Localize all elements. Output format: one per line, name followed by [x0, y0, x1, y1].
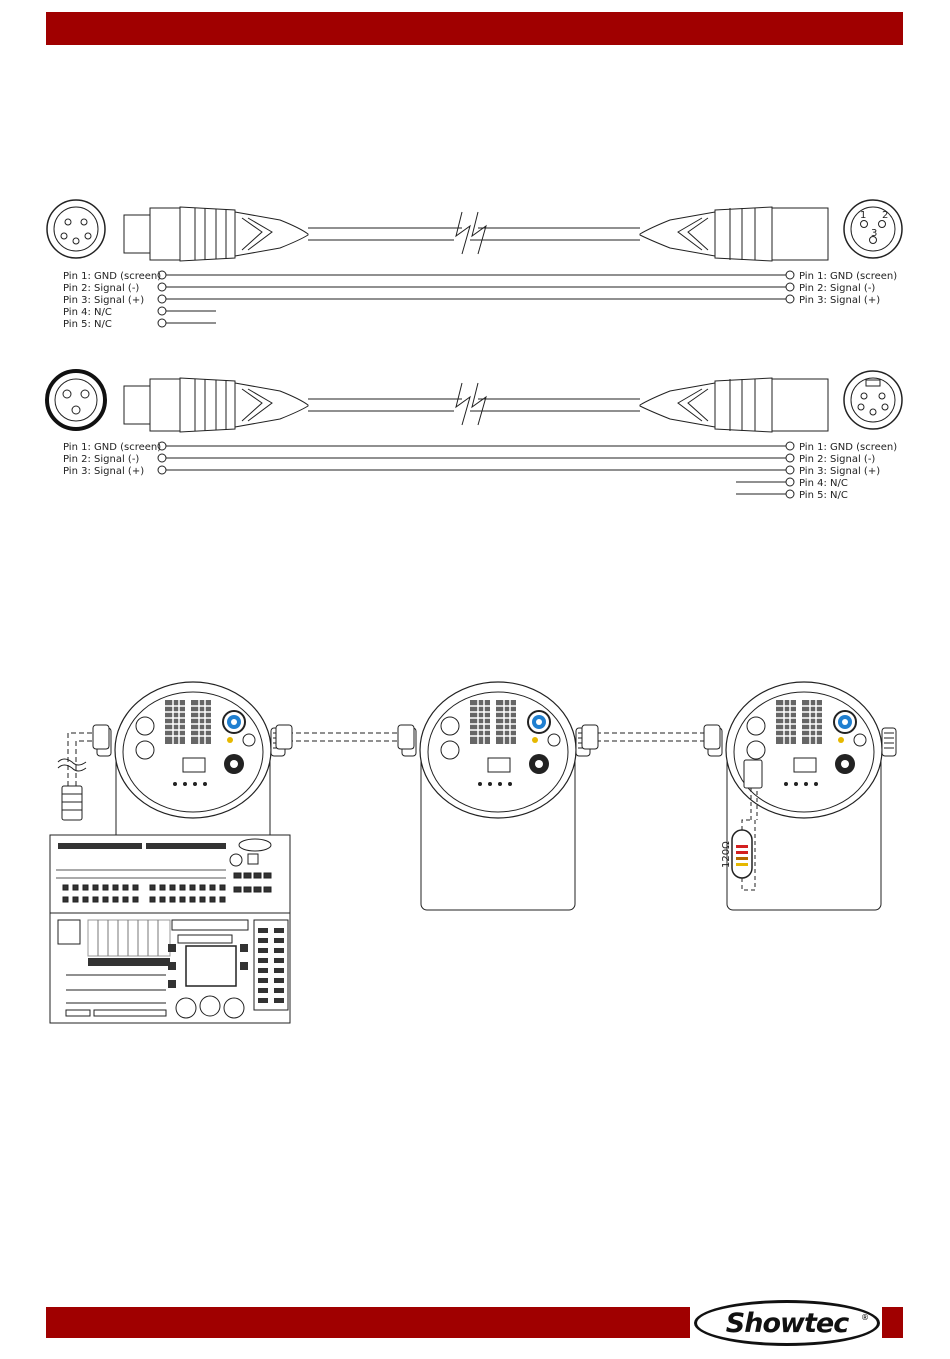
cable-5pin-to-3pin: 1 2 3 Pin 1: GND (screen) Pin 2: Signal …: [47, 200, 902, 330]
pin-label: Pin 1: GND (screen): [63, 271, 161, 282]
pin-label: Pin 2: Signal (-): [63, 454, 139, 465]
dmx-controller-console: [50, 835, 290, 1023]
pin-number-2: 2: [882, 210, 888, 221]
pin-label: Pin 2: Signal (-): [63, 283, 139, 294]
showtec-logo: Showtec ®: [694, 1300, 880, 1346]
fixture-2: [402, 682, 590, 910]
pin-label: Pin 3: Signal (+): [63, 466, 144, 477]
pin-label: Pin 5: N/C: [799, 490, 848, 501]
xlr3-female-face-icon: [47, 371, 105, 429]
logo-text-tec: tec: [804, 1308, 848, 1339]
pin-label: Pin 3: Signal (+): [799, 466, 880, 477]
pin-label: Pin 4: N/C: [63, 307, 112, 318]
pin-label: Pin 1: GND (screen): [799, 271, 897, 282]
pin-number-3: 3: [871, 228, 877, 239]
pin-label: Pin 3: Signal (+): [799, 295, 880, 306]
pin-label: Pin 2: Signal (-): [799, 283, 875, 294]
logo-registered-mark: ®: [861, 1313, 869, 1322]
pin-label: Pin 3: Signal (+): [63, 295, 144, 306]
pin-label: Pin 1: GND (screen): [63, 442, 161, 453]
pin-label: Pin 2: Signal (-): [799, 454, 875, 465]
terminator-label: 120Ω: [721, 841, 732, 868]
cable-3pin-to-5pin: Pin 1: GND (screen) Pin 2: Signal (-) Pi…: [47, 371, 902, 501]
pin-number-1: 1: [860, 210, 866, 221]
pin-label: Pin 1: GND (screen): [799, 442, 897, 453]
pin-label: Pin 5: N/C: [63, 319, 112, 330]
xlr5-female-face-icon: [47, 200, 105, 258]
logo-text-show: Show: [726, 1308, 804, 1339]
pin-label: Pin 4: N/C: [799, 478, 848, 489]
